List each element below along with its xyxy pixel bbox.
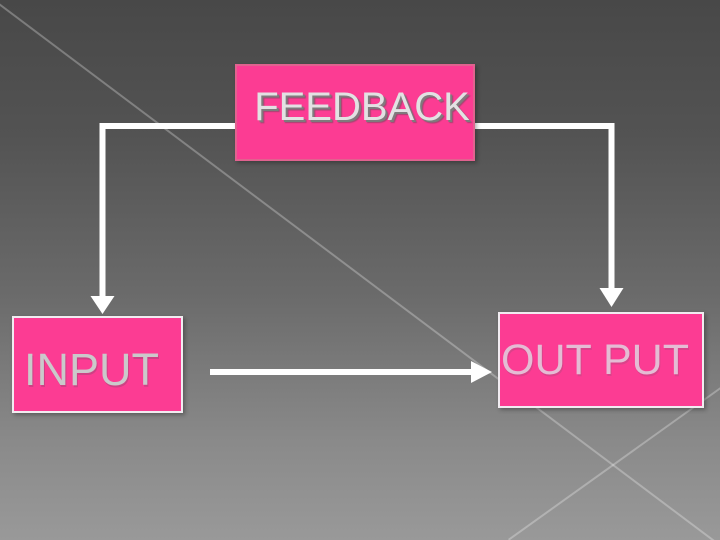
right-arrowhead-icon [471, 361, 492, 383]
down-arrowhead-icon [90, 296, 115, 314]
connector-feedback-to-output [475, 123, 624, 307]
node-feedback-label: FEEDBACK [254, 85, 470, 129]
down-arrowhead-icon [599, 288, 624, 307]
node-input: INPUT [12, 316, 183, 413]
node-output-label: OUT PUT [501, 335, 689, 384]
connector-feedback-to-input [90, 123, 237, 314]
node-input-label: INPUT [24, 343, 159, 395]
node-output: OUT PUT [498, 312, 704, 408]
node-feedback: FEEDBACK [235, 64, 475, 161]
connector-input-to-output [210, 361, 492, 383]
